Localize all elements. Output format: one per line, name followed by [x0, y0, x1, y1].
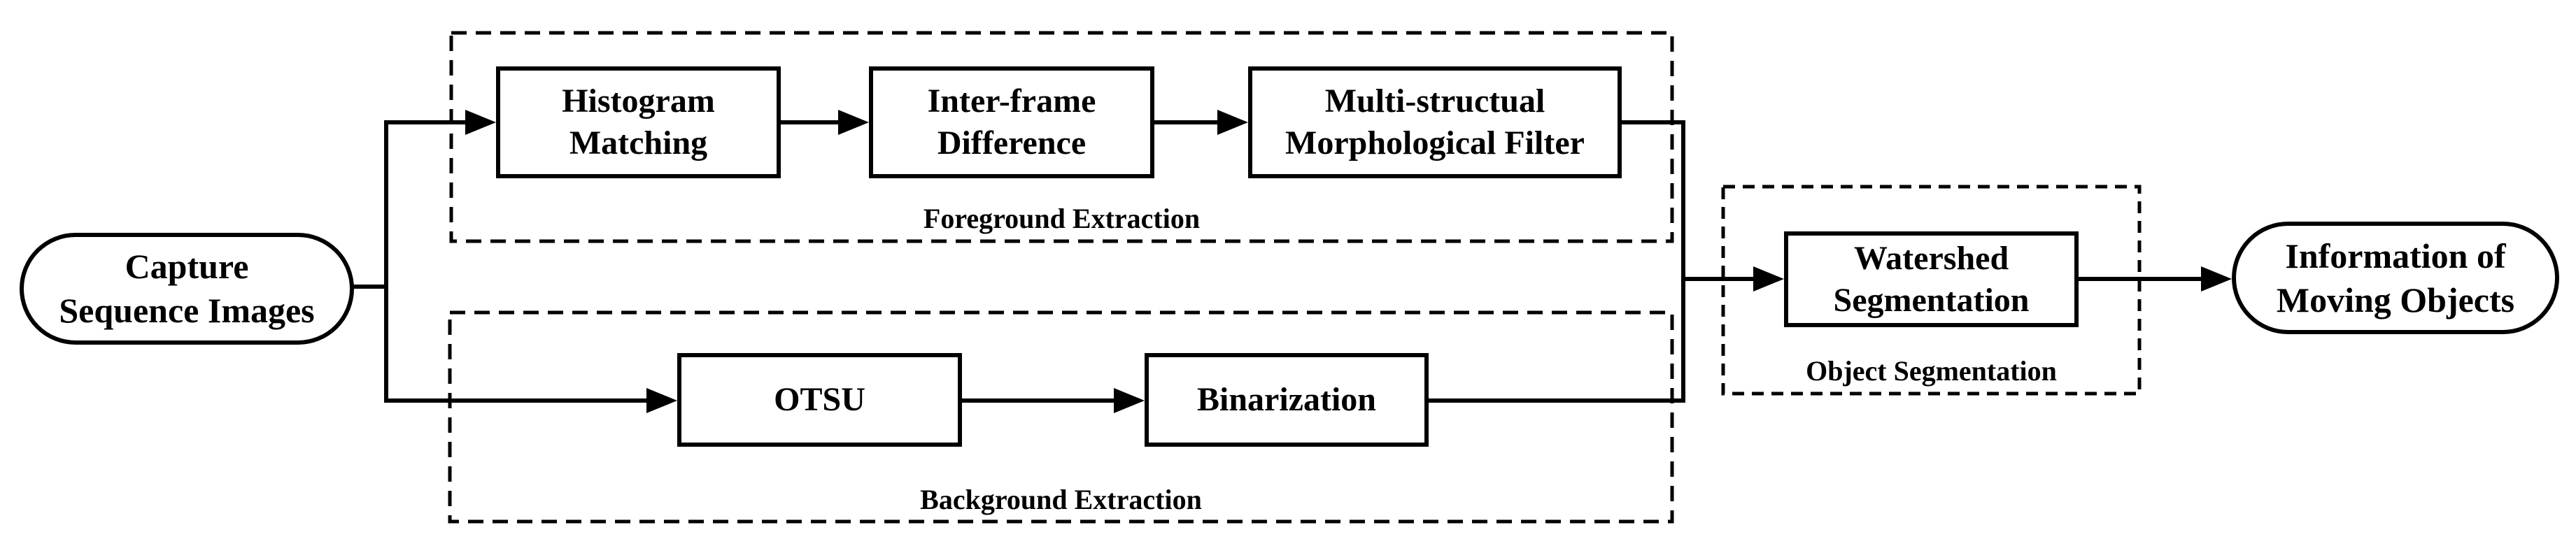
node-otsu: OTSU	[677, 353, 962, 447]
node-binarization: Binarization	[1145, 353, 1429, 447]
background-extraction-caption: Background Extraction	[920, 484, 1202, 515]
arrowhead-into-histogram-icon	[465, 110, 496, 135]
background-group-border	[448, 310, 1674, 524]
node-label-line: Capture	[125, 247, 249, 286]
node-capture-sequence-images: Capture Sequence Images	[20, 233, 354, 345]
node-information-of-moving-objects: Information of Moving Objects	[2232, 222, 2559, 334]
node-label-line: Watershed	[1853, 239, 2009, 277]
node-label-line: Multi-structual	[1324, 82, 1545, 120]
node-label-line: Difference	[937, 124, 1087, 161]
arrowhead-into-otsu-icon	[646, 388, 677, 413]
foreground-group-border	[449, 31, 1674, 243]
node-label-line: Morphological Filter	[1285, 124, 1585, 161]
object-segmentation-caption: Object Segmentation	[1806, 355, 2057, 387]
node-label-line: Sequence Images	[59, 291, 315, 330]
node-multi-structual-morphological-filter: Multi-structual Morphological Filter	[1248, 66, 1622, 178]
foreground-extraction-caption: Foreground Extraction	[923, 203, 1201, 234]
arrowhead-into-information-icon	[2201, 266, 2232, 292]
node-label-line: OTSU	[774, 381, 865, 418]
node-label-line: Information of	[2285, 236, 2506, 275]
object-group-border	[1721, 185, 2142, 396]
arrowhead-into-morph-icon	[1217, 110, 1248, 135]
node-label-line: Inter-frame	[927, 82, 1096, 120]
node-label-line: Histogram	[562, 82, 715, 120]
node-histogram-matching: Histogram Matching	[496, 66, 781, 178]
arrowhead-into-interframe-icon	[838, 110, 869, 135]
node-label-line: Moving Objects	[2276, 280, 2515, 319]
node-label-line: Binarization	[1196, 381, 1376, 418]
node-label-line: Segmentation	[1833, 281, 2030, 319]
node-watershed-segmentation: Watershed Segmentation	[1784, 231, 2079, 327]
node-inter-frame-difference: Inter-frame Difference	[869, 66, 1154, 178]
arrowhead-into-watershed-icon	[1753, 266, 1784, 292]
node-label-line: Matching	[569, 124, 708, 161]
arrowhead-into-binarization-icon	[1114, 388, 1145, 413]
